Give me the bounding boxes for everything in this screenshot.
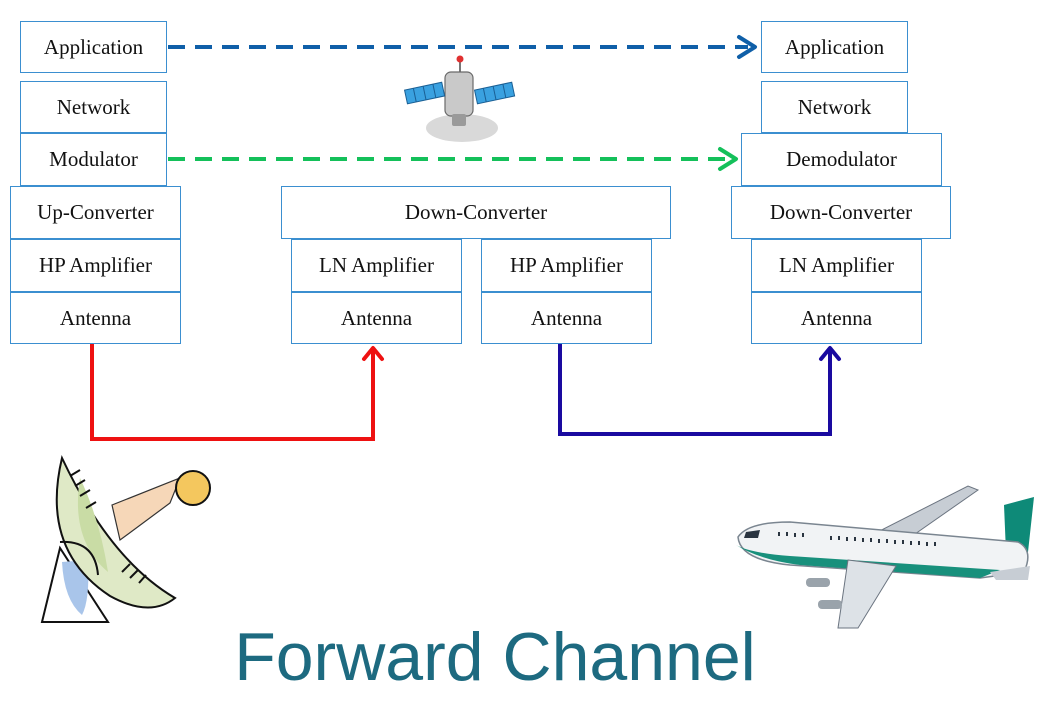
ac-demodulator-box: Demodulator	[741, 133, 942, 186]
diagram-title: Forward Channel	[234, 619, 756, 695]
gs-antenna-label: Antenna	[59, 305, 132, 330]
sat-ln-amplifier-box: LN Amplifier	[291, 239, 462, 292]
satellite-icon	[403, 55, 516, 142]
ac-demodulator-label: Demodulator	[786, 147, 897, 171]
sat-hp-amplifier-box: HP Amplifier	[481, 239, 652, 292]
sat-tx-antenna-box: Antenna	[481, 292, 652, 344]
sat-tx-antenna-label: Antenna	[530, 305, 603, 330]
sat-ln-amplifier-label: LN Amplifier	[319, 253, 434, 277]
gs-hp-amplifier-label: HP Amplifier	[39, 253, 152, 277]
gs-network-label: Network	[56, 94, 131, 119]
gs-application-box: Application	[20, 21, 167, 73]
gs-hp-amplifier-box: HP Amplifier	[10, 239, 181, 292]
gs-up-converter-box: Up-Converter	[10, 186, 181, 239]
ac-ln-amplifier-box: LN Amplifier	[751, 239, 922, 292]
downlink-arrow	[558, 344, 841, 436]
ac-application-label: Application	[784, 34, 885, 59]
sat-hp-amplifier-label: HP Amplifier	[510, 253, 623, 277]
sat-down-converter-box: Down-Converter	[281, 186, 671, 239]
airplane-icon	[736, 485, 1034, 629]
ac-down-converter-box: Down-Converter	[731, 186, 951, 239]
ac-ln-amplifier-label: LN Amplifier	[779, 253, 894, 277]
gs-network-box: Network	[20, 81, 167, 133]
uplink-arrow	[90, 344, 384, 441]
dish-antenna-icon	[40, 454, 211, 623]
ac-network-label: Network	[797, 94, 872, 119]
application-link-arrow	[168, 35, 757, 59]
ac-network-box: Network	[761, 81, 908, 133]
gs-antenna-box: Antenna	[10, 292, 181, 344]
ac-down-converter-label: Down-Converter	[769, 200, 913, 224]
gs-modulator-label: Modulator	[49, 147, 138, 171]
sat-rx-antenna-label: Antenna	[340, 305, 413, 330]
ac-application-box: Application	[761, 21, 908, 73]
sat-rx-antenna-box: Antenna	[291, 292, 462, 344]
modulation-link-arrow	[168, 147, 738, 171]
ac-antenna-label: Antenna	[800, 305, 873, 330]
gs-modulator-box: Modulator	[20, 133, 167, 186]
gs-application-label: Application	[43, 34, 144, 59]
ac-antenna-box: Antenna	[751, 292, 922, 344]
gs-up-converter-label: Up-Converter	[37, 200, 154, 224]
sat-down-converter-label: Down-Converter	[404, 200, 548, 224]
